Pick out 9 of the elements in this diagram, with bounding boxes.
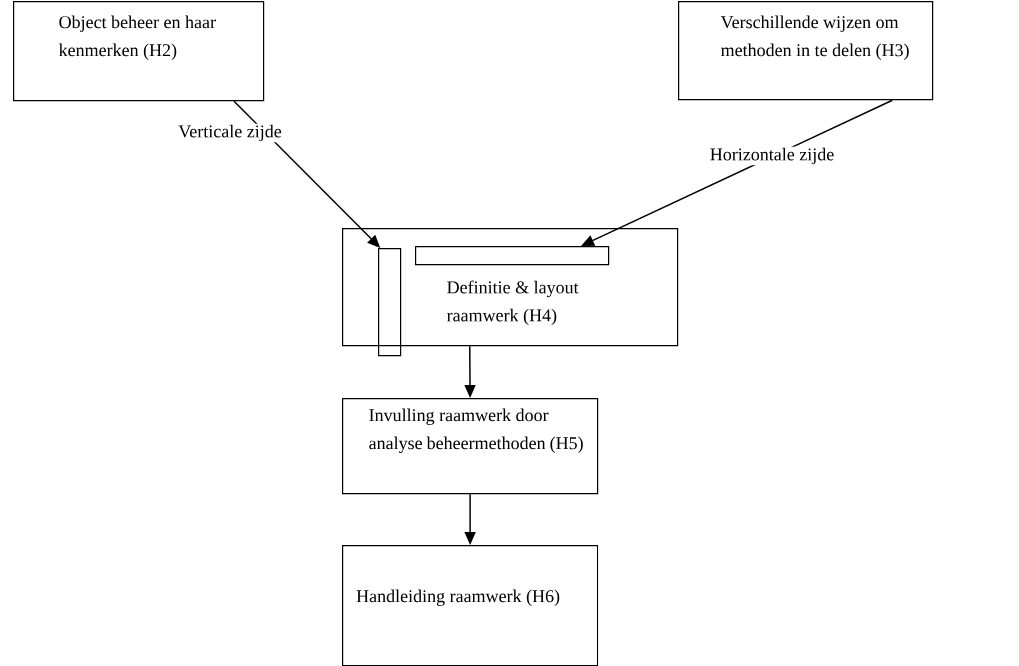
text-box: Object beheer en haar kenmerken (H2) bbox=[13, 1, 265, 102]
bar-shape bbox=[378, 248, 402, 357]
text-box: Verschillende wijzen om methoden in te delen (H3) bbox=[678, 1, 934, 101]
edge-label: Verticale zijde bbox=[177, 123, 283, 143]
text-box: Invulling raamwerk door analyse beheermethoden (H5) bbox=[342, 398, 599, 495]
text-box: Handleiding raamwerk (H6) bbox=[342, 545, 599, 666]
text-box: Definitie & layout raamwerk (H4) bbox=[342, 228, 679, 347]
edge-label: Horizontale zijde bbox=[708, 146, 836, 166]
bar-shape bbox=[415, 246, 610, 266]
